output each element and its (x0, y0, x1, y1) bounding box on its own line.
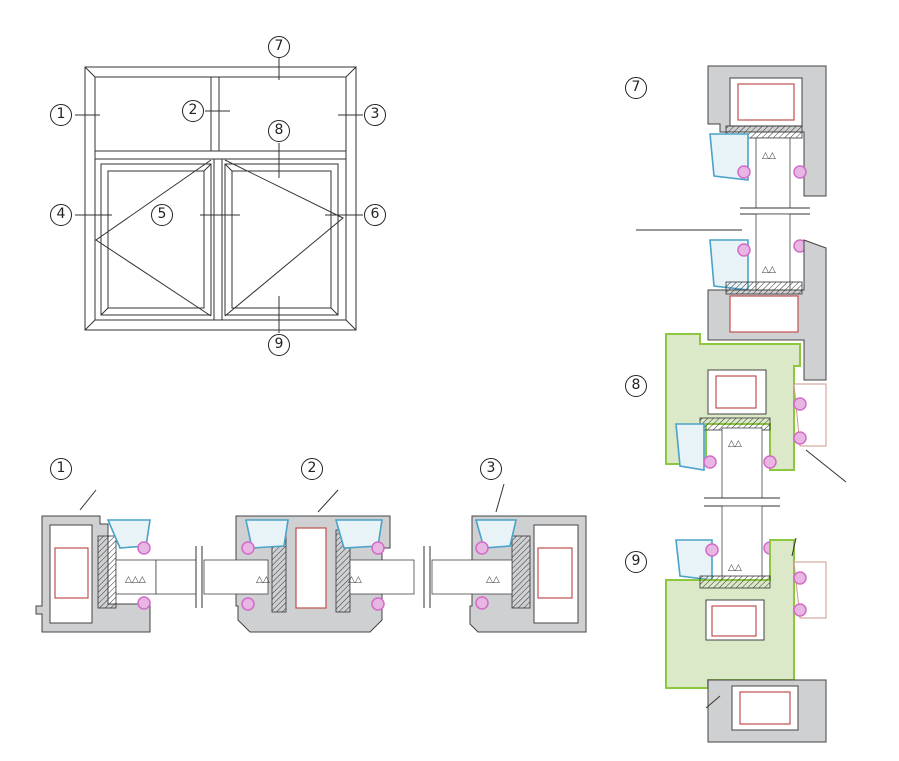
horizontal-sections: △△△ △△ △△ (35, 483, 587, 633)
label-8-elevation: 8 (268, 120, 290, 142)
label-9-section: 9 (625, 551, 647, 573)
label-1-elevation: 1 (50, 104, 72, 126)
svg-text:△△: △△ (762, 151, 776, 161)
svg-text:△△: △△ (348, 575, 362, 585)
svg-text:△△: △△ (728, 563, 742, 573)
label-7-elevation: 7 (268, 36, 290, 58)
section-2-mullion: △△ △△ (203, 489, 415, 633)
label-1-section: 1 (50, 458, 72, 480)
section-8-transom: △△ (665, 239, 847, 499)
section-3-frame-jamb: △△ (431, 483, 587, 633)
label-2-elevation: 2 (182, 100, 204, 122)
label-9-elevation: 9 (268, 334, 290, 356)
label-2-section: 2 (301, 458, 323, 480)
label-6-elevation: 6 (364, 204, 386, 226)
svg-text:△△: △△ (486, 575, 500, 585)
label-4-elevation: 4 (50, 204, 72, 226)
section-7-frame-head: △△ (707, 65, 827, 209)
svg-text:△△: △△ (256, 575, 270, 585)
label-8-section: 8 (625, 375, 647, 397)
break-marks (195, 546, 431, 608)
label-7-section: 7 (625, 77, 647, 99)
svg-text:△△: △△ (762, 265, 776, 275)
label-5-elevation: 5 (151, 204, 173, 226)
label-3-elevation: 3 (364, 104, 386, 126)
section-9-frame-sill: △△ (665, 505, 827, 743)
vertical-section: △△ △△ △△ (636, 65, 847, 743)
label-3-section: 3 (480, 458, 502, 480)
svg-text:△△: △△ (728, 439, 742, 449)
svg-text:△△△: △△△ (125, 575, 146, 585)
window-elevation (75, 58, 363, 333)
section-1-frame-jamb: △△△ (35, 489, 197, 633)
